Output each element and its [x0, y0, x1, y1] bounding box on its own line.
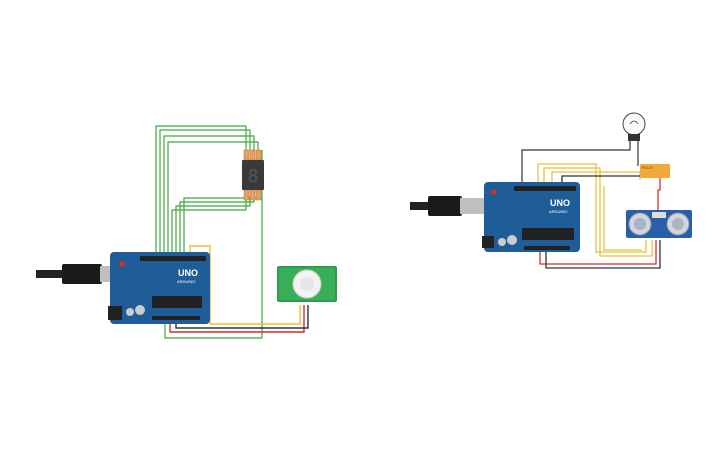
- relay-module[interactable]: RELAY: [640, 164, 670, 178]
- green-wires-left[interactable]: [155, 125, 263, 339]
- board-model-label: UNO: [550, 198, 570, 208]
- svg-text:8: 8: [248, 166, 259, 187]
- board-brand-label: ARDUINO: [549, 209, 567, 214]
- pir-sensor[interactable]: [277, 266, 337, 302]
- right-circuit: RELAY UNO ARDUINO: [410, 112, 692, 269]
- seven-segment-display[interactable]: 8: [242, 160, 264, 190]
- usb-cable-right: [410, 196, 488, 216]
- board-brand-label: ARDUINO: [177, 279, 195, 284]
- light-bulb[interactable]: [622, 112, 646, 141]
- relay-label: RELAY: [642, 166, 654, 170]
- left-circuit: 8 UNO ARDUINO: [36, 125, 337, 339]
- usb-cable-left: [36, 264, 116, 284]
- bulb-wires[interactable]: [521, 141, 639, 186]
- arduino-board-right[interactable]: UNO ARDUINO: [482, 182, 580, 252]
- arduino-board-left[interactable]: UNO ARDUINO: [108, 252, 210, 324]
- board-model-label: UNO: [178, 268, 198, 278]
- ultrasonic-sensor[interactable]: [626, 210, 692, 238]
